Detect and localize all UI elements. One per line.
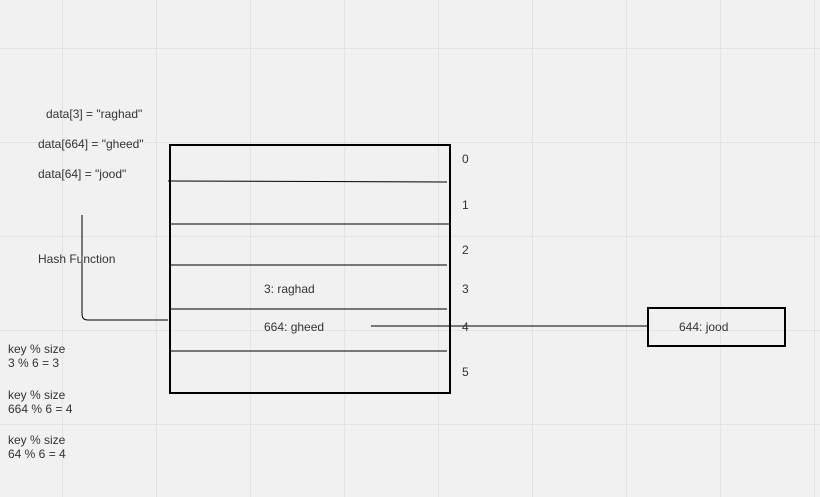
index-label-1: 1 (462, 198, 469, 212)
calculation-2-formula: key % size (8, 388, 66, 402)
table-entry-slot-4: 664: gheed (264, 320, 325, 334)
calculation-1-formula: key % size (8, 342, 66, 356)
hash-function-label: Hash Function (38, 252, 116, 266)
chained-node-text: 644: jood (679, 320, 729, 334)
chained-node-box[interactable] (647, 307, 786, 347)
hash-function-connector[interactable] (81, 215, 168, 321)
assignment-3: data[64] = "jood" (38, 167, 127, 181)
row-divider-1 (167, 180, 448, 183)
index-label-5: 5 (462, 365, 469, 379)
calculation-1-result: 3 % 6 = 3 (8, 356, 60, 370)
calculation-2-result: 664 % 6 = 4 (8, 402, 73, 416)
index-label-4: 4 (462, 320, 469, 334)
calculation-3: key % size 64 % 6 = 4 (8, 433, 66, 461)
hash-table-box[interactable] (169, 144, 451, 394)
calculation-3-result: 64 % 6 = 4 (8, 447, 66, 461)
calculation-3-formula: key % size (8, 433, 66, 447)
index-label-3: 3 (462, 282, 469, 296)
table-entry-slot-3: 3: raghad (264, 282, 315, 296)
index-label-2: 2 (462, 243, 469, 257)
calculation-2: key % size 664 % 6 = 4 (8, 388, 72, 416)
calculation-1: key % size 3 % 6 = 3 (8, 342, 65, 370)
index-label-0: 0 (462, 152, 469, 166)
assignment-1: data[3] = "raghad" (46, 107, 143, 121)
assignment-2: data[664] = "gheed" (38, 137, 144, 151)
